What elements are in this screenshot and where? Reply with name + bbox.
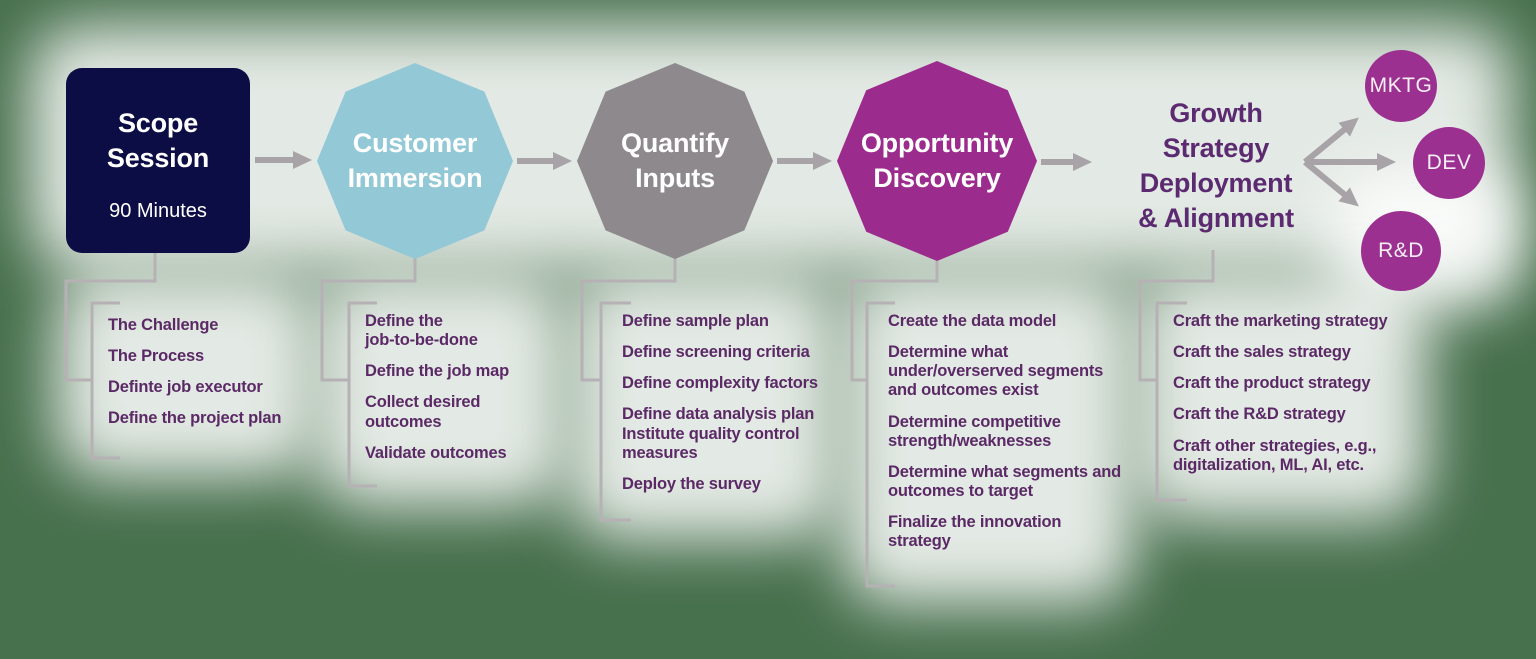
list-item: Create the data model — [888, 312, 1057, 330]
bracket-customer-list — [347, 301, 377, 488]
output-circle-dev: DEV — [1413, 127, 1485, 199]
list-item: Define complexity factors — [622, 374, 818, 393]
stage-growth-strategy-heading: Growth Strategy Deployment & Alignment — [1138, 98, 1294, 234]
output-label: DEV — [1426, 151, 1472, 174]
list-item: Determine competitive strength/weaknesse… — [888, 412, 1061, 450]
bracket-growth-list — [1155, 301, 1187, 502]
list-item: Validate outcomes — [365, 443, 507, 462]
branch-arrow-mktg — [1303, 117, 1359, 165]
list-item: Define the project plan — [108, 409, 282, 428]
list-item: Craft the product strategy — [1173, 374, 1371, 393]
connector-opportunity-list — [850, 261, 939, 382]
list-item: Craft the R&D strategy — [1173, 405, 1346, 424]
opportunity-discovery-task-list: Create the data model Determine what und… — [888, 312, 1136, 563]
quantify-inputs-task-list: Define sample plan Define screening crit… — [622, 312, 842, 506]
stage-quantify-inputs: Quantify Inputs — [577, 63, 773, 259]
stage-title: Quantify Inputs — [621, 128, 729, 193]
list-item: Deploy the survey — [622, 474, 761, 493]
background-glow — [1136, 272, 1428, 520]
list-item: Define screening criteria — [622, 343, 810, 362]
background-glow — [55, 272, 317, 477]
output-circle-rd: R&D — [1361, 211, 1441, 291]
list-item: Craft the sales strategy — [1173, 343, 1351, 362]
branch-arrow-rd — [1303, 159, 1359, 207]
stage-scope-session: Scope Session 90 Minutes — [66, 68, 250, 253]
list-item: Determine what segments and outcomes to … — [888, 462, 1121, 500]
background-glow — [315, 272, 567, 507]
stage-title: Scope Session — [106, 108, 210, 173]
connector-quantify-list — [580, 257, 677, 382]
list-item: Define data analysis plan Institute qual… — [622, 405, 815, 462]
list-item: Define the job-to-be-done — [365, 312, 478, 350]
output-label: R&D — [1378, 239, 1424, 262]
stage-title: Opportunity Discovery — [860, 128, 1014, 193]
stage-subtitle: 90 Minutes — [109, 200, 207, 222]
bracket-scope-list — [90, 301, 120, 460]
connector-scope-list — [64, 253, 157, 382]
stage-customer-immersion: Customer Immersion — [317, 63, 513, 259]
list-item: Define the job map — [365, 362, 509, 381]
connector-customer-list — [320, 257, 417, 382]
stage-opportunity-discovery: Opportunity Discovery — [837, 61, 1037, 261]
list-item: The Challenge — [108, 316, 219, 334]
bracket-opportunity-list — [865, 301, 895, 588]
list-item: Craft other strategies, e.g., digitaliza… — [1173, 436, 1377, 474]
background-glow — [842, 272, 1134, 604]
background-glow — [30, 26, 1512, 270]
list-item: The Process — [108, 347, 204, 366]
list-item: Collect desired outcomes — [365, 393, 481, 431]
background-glow — [570, 272, 838, 540]
customer-immersion-task-list: Define the job-to-be-done Define the job… — [365, 312, 560, 475]
stage-title: Customer Immersion — [347, 128, 483, 193]
list-item: Craft the marketing strategy — [1173, 312, 1388, 330]
output-label: MKTG — [1369, 74, 1433, 97]
list-item: Definte job executor — [108, 378, 263, 397]
growth-strategy-task-list: Craft the marketing strategy Craft the s… — [1173, 312, 1421, 487]
list-item: Define sample plan — [622, 312, 769, 330]
connector-growth-list — [1138, 250, 1215, 382]
list-item: Finalize the innovation strategy — [888, 513, 1062, 551]
scope-session-task-list: The Challenge The Process Definte job ex… — [108, 316, 313, 441]
list-item: Determine what under/overserved segments… — [888, 343, 1104, 400]
output-circle-mktg: MKTG — [1365, 50, 1437, 122]
bracket-quantify-list — [599, 301, 631, 522]
